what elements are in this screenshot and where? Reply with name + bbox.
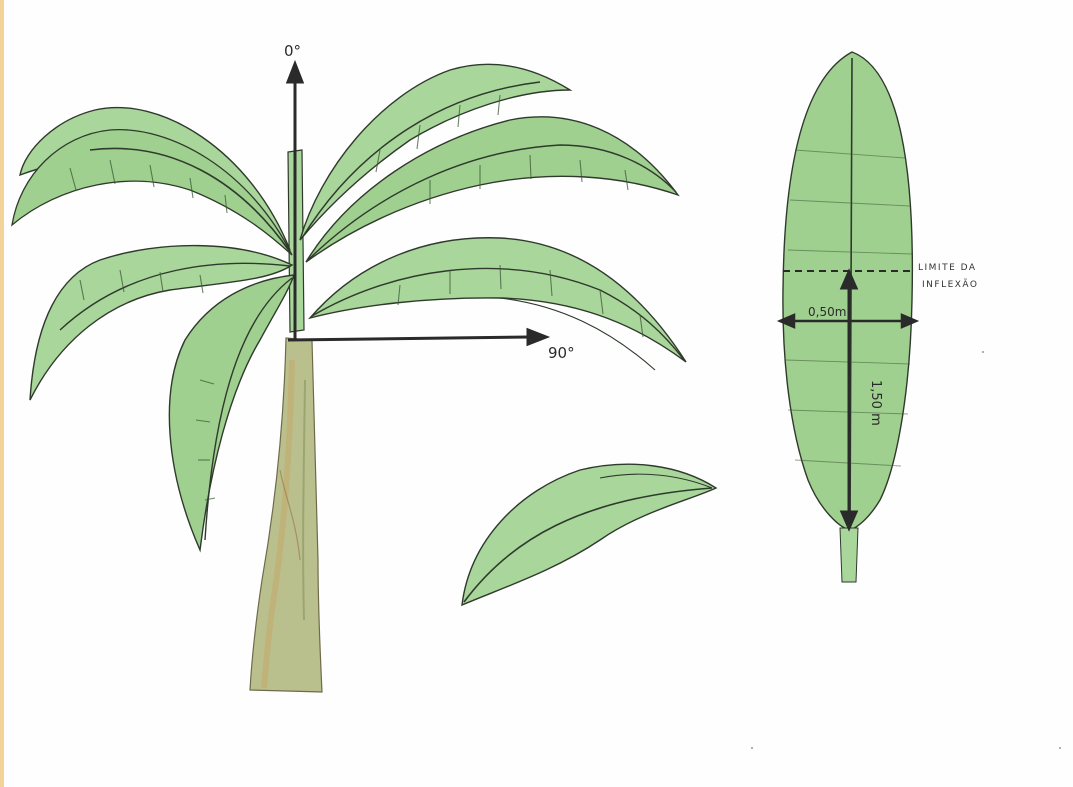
leaf-lower-right xyxy=(310,238,686,362)
measured-leaf: LIMITE DA INFLEXÃO 0,50m 1,50 m xyxy=(780,52,979,582)
horizontal-arrowhead xyxy=(528,330,546,344)
speck xyxy=(982,351,984,353)
vertical-arrowhead xyxy=(288,64,302,82)
label-0-degrees: 0° xyxy=(284,42,301,60)
length-measure-label: 1,50 m xyxy=(868,380,883,426)
label-90-degrees: 90° xyxy=(548,344,575,362)
horizontal-axis xyxy=(288,337,530,340)
inflection-label-line1: LIMITE DA xyxy=(918,263,977,273)
speck xyxy=(751,747,753,749)
petiole xyxy=(840,528,858,582)
paper-edge xyxy=(0,0,4,787)
inflection-label-line2: INFLEXÃO xyxy=(922,279,979,290)
width-measure-label: 0,50m xyxy=(808,305,846,319)
speck xyxy=(1059,747,1061,749)
detached-leaf xyxy=(462,464,716,605)
banana-plant: 0° 90° xyxy=(12,42,686,692)
